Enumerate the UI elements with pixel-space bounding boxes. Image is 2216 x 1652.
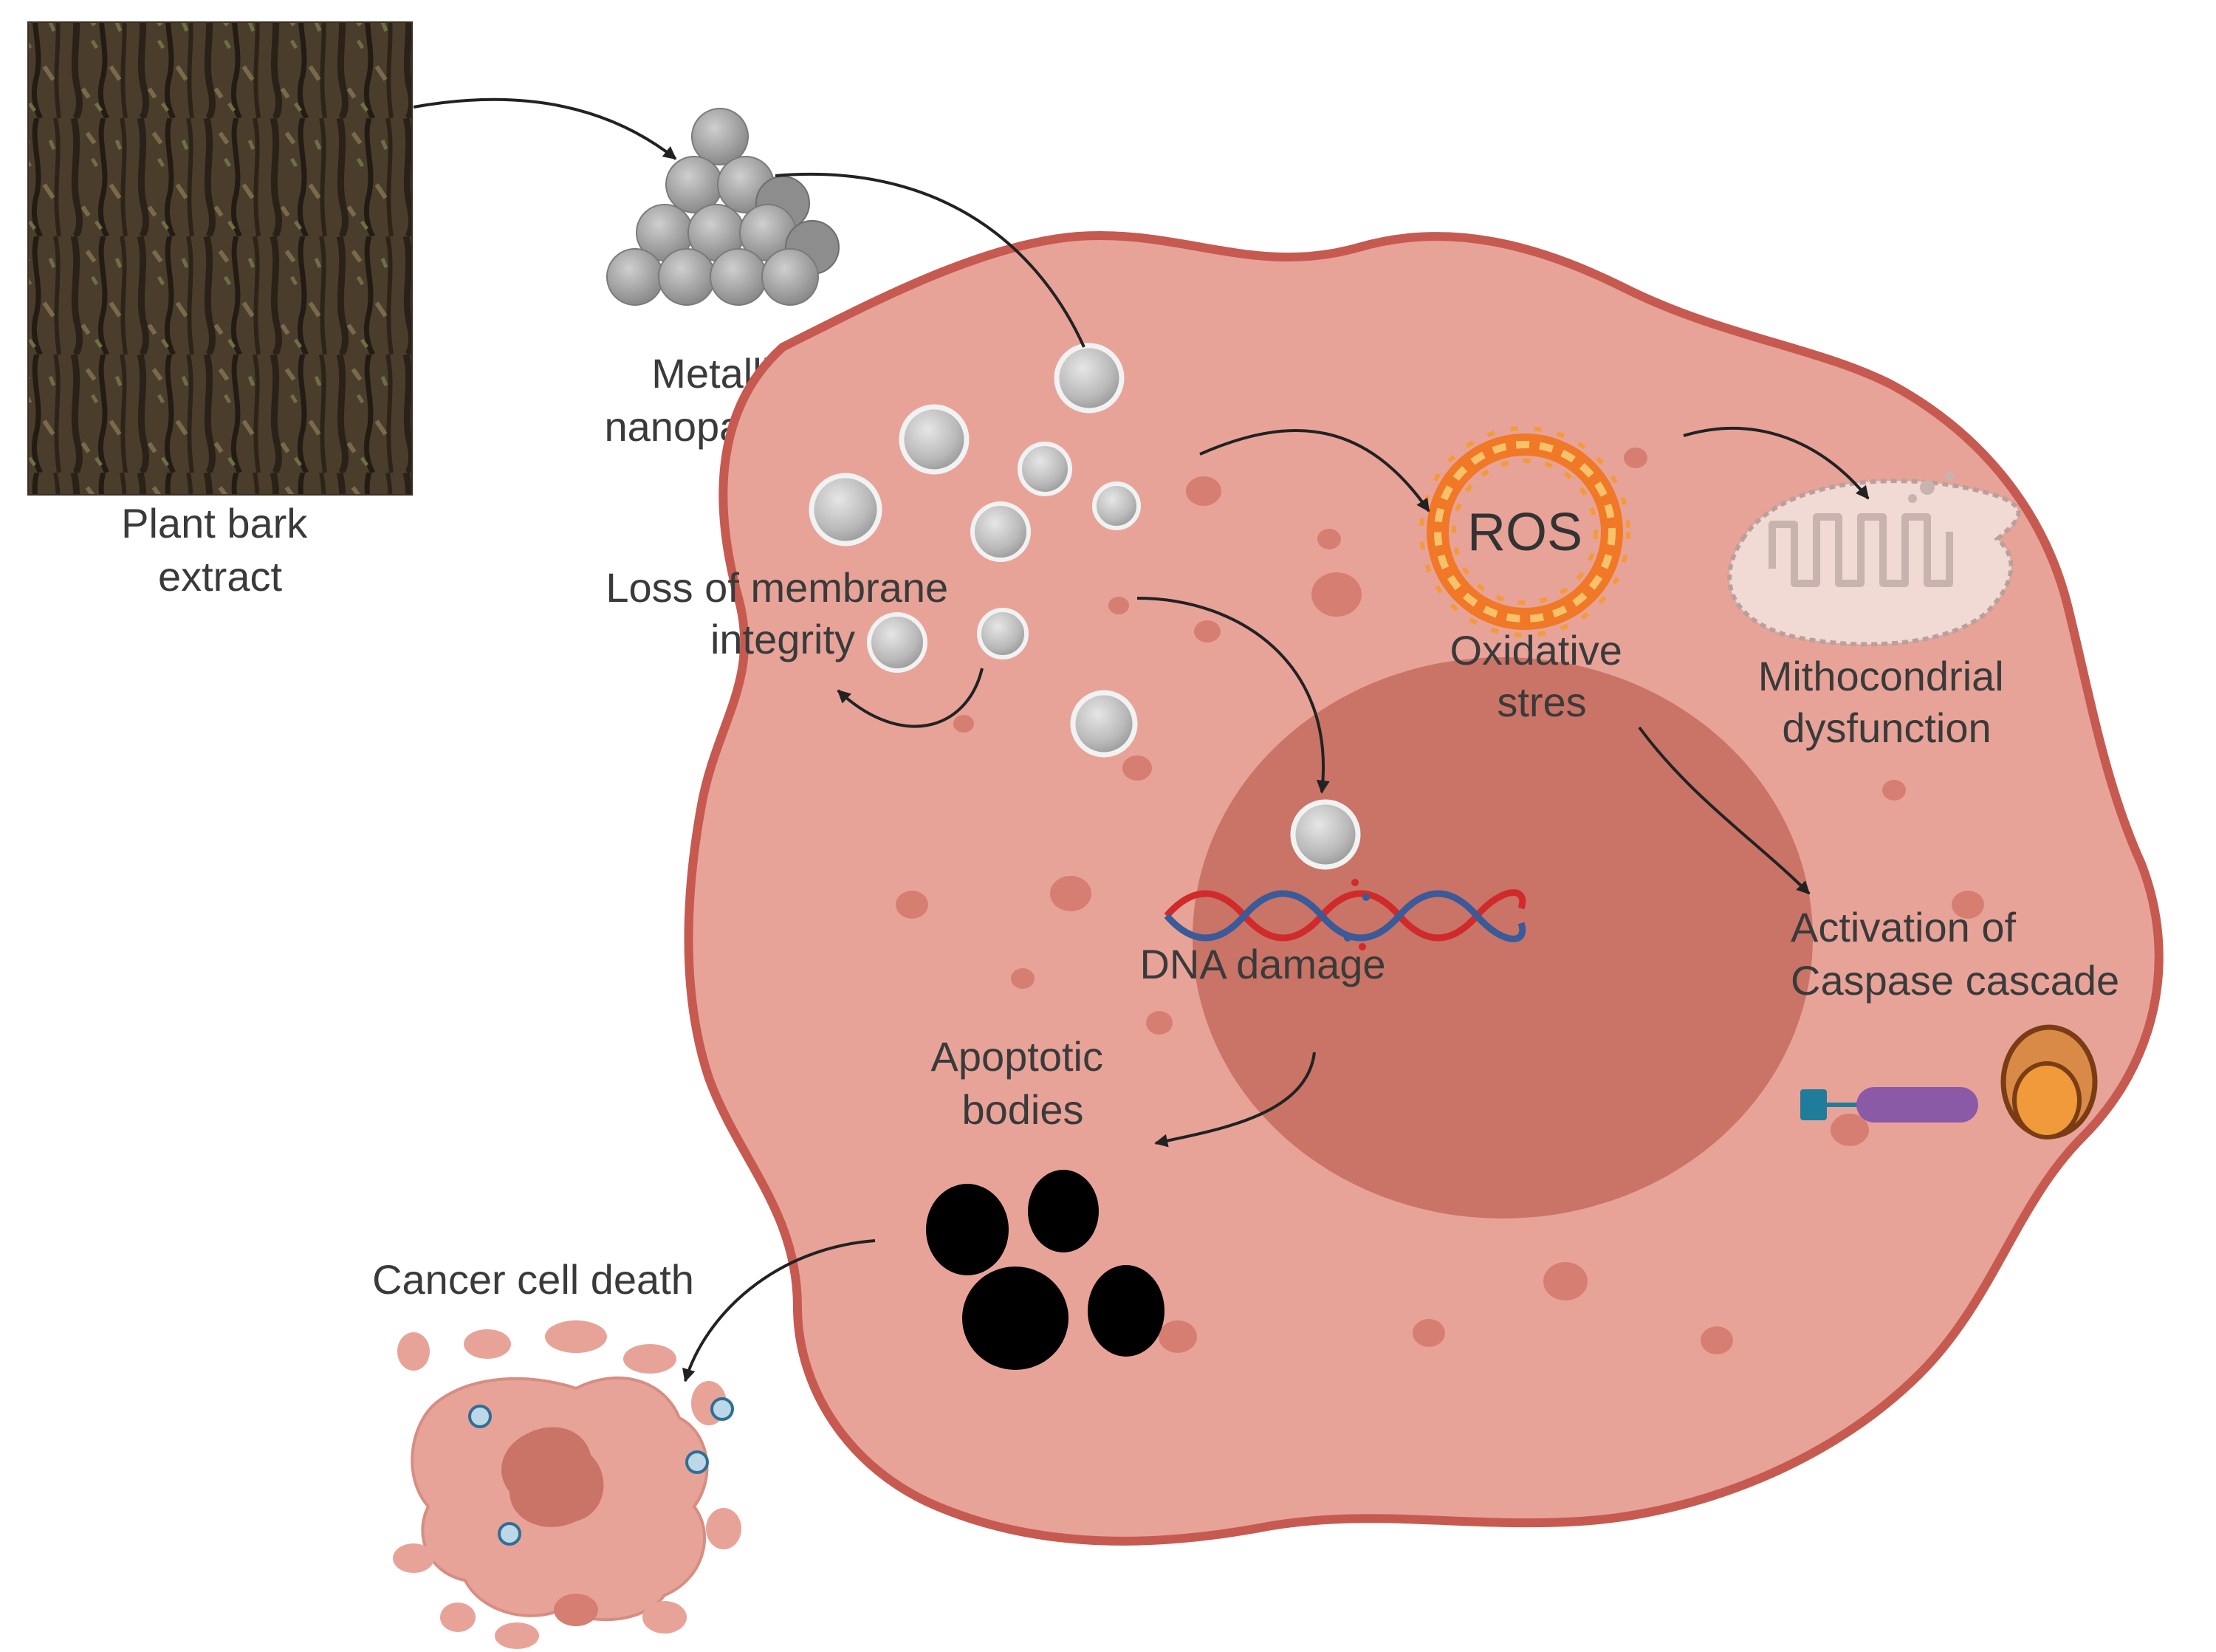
caspase-molecules <box>1800 1024 2098 1139</box>
cytoplasm-vesicles <box>896 448 1984 1354</box>
plant-bark-label: Plant bark extract <box>121 500 319 600</box>
dead-cancer-cell-fragments <box>393 1320 741 1649</box>
arrow-to-dna <box>1136 597 1330 794</box>
apoptotic-bodies <box>926 1170 1164 1370</box>
ros-label: ROS <box>1467 503 1582 562</box>
membrane-integrity-label: Loss of membrane integrity <box>606 564 959 662</box>
arrow-apoptotic-to-death <box>682 1239 876 1382</box>
oxidative-stress-label: Oxidative stres <box>1450 627 1634 725</box>
caspase-cascade-label: Activation of Caspase cascade <box>1791 904 2119 1004</box>
arrow-bark-to-nanoparticles <box>413 97 677 160</box>
metallic-nanoparticles-cluster <box>606 108 840 306</box>
arrow-to-membrane-loss <box>837 668 984 728</box>
dna-helix <box>1164 879 1526 950</box>
arrow-dna-to-apoptotic <box>1154 1052 1316 1148</box>
mitochondrion <box>1727 472 2021 647</box>
arrow-to-ros <box>1199 429 1430 513</box>
arrow-oxidative-to-caspase <box>1638 726 1811 895</box>
dna-damage-label: DNA damage <box>1139 941 1385 987</box>
ros-fire-ring <box>1419 426 1630 637</box>
arrow-ros-to-mito <box>1683 426 1870 500</box>
mitochondrial-dysfunction-label: Mithocondrial dysfunction <box>1758 653 2016 751</box>
pathway-arrows <box>413 97 1870 1382</box>
internalized-nanoparticles <box>809 343 1361 870</box>
virus-particle-icons <box>468 1397 734 1546</box>
arrow-nanoparticles-into-cell <box>775 172 1085 348</box>
cancer-cell-death-label: Cancer cell death <box>372 1256 694 1303</box>
plant-bark-image <box>27 21 413 496</box>
apoptotic-bodies-label: Apoptotic bodies <box>930 1033 1114 1133</box>
